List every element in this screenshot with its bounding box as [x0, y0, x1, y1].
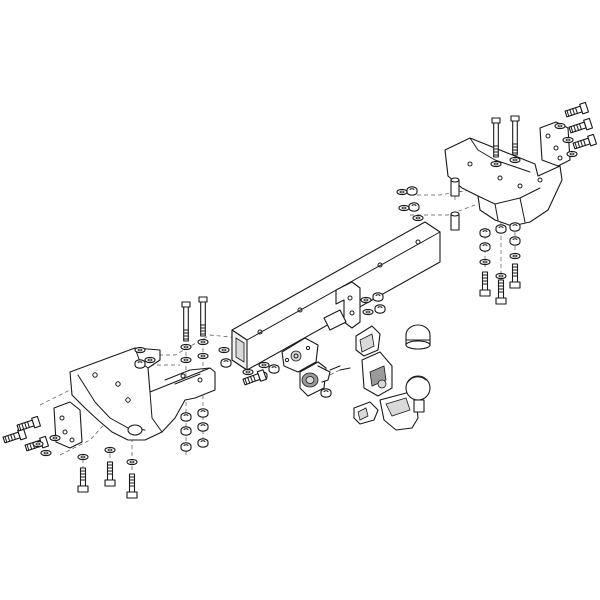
socket-mounting-plate: [281, 337, 319, 373]
left-side-bracket: [69, 347, 216, 441]
left-outer-plate: [53, 401, 83, 449]
detachable-mechanism: [339, 325, 393, 425]
left-horizontal-bolts: [1, 415, 61, 457]
right-spacers: [396, 177, 460, 231]
electrical-socket: [299, 361, 341, 398]
center-mounting-bracket: [323, 281, 386, 331]
tow-ball-neck: [379, 375, 431, 431]
left-vertical-bolts: [77, 446, 138, 499]
right-bottom-nuts: [479, 222, 521, 305]
right-side-bracket: [444, 137, 563, 227]
right-outer-plate: [539, 121, 571, 167]
tow-ball-cover: [405, 324, 431, 350]
